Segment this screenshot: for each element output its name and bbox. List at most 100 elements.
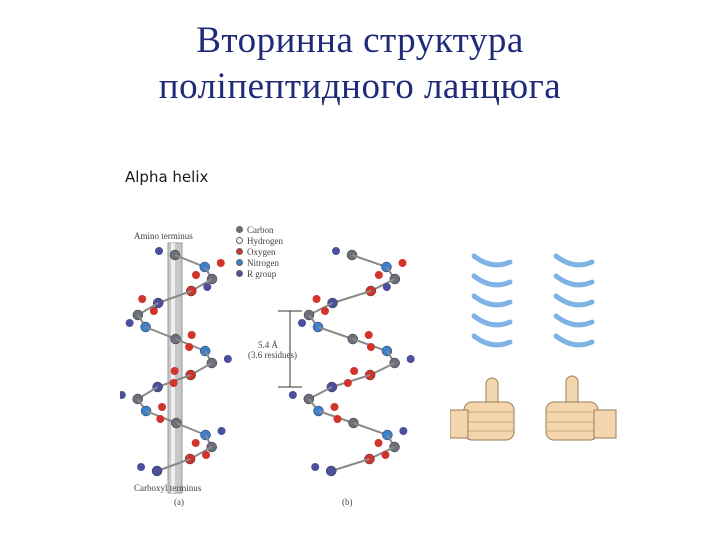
coil-turn xyxy=(471,313,513,328)
amino-terminus-label: Amino terminus xyxy=(134,231,193,241)
side-atom xyxy=(312,295,321,303)
right-thumbs-up-hand-icon xyxy=(545,375,617,441)
side-atom xyxy=(398,259,407,267)
panel-b-atoms xyxy=(288,247,415,477)
bond xyxy=(330,458,370,472)
side-atom xyxy=(169,379,178,387)
side-atom xyxy=(158,403,167,411)
side-atom xyxy=(191,439,200,447)
right-hand-helix-illustration xyxy=(449,250,620,465)
side-atom xyxy=(138,295,147,303)
legend-item: Hydrogen xyxy=(236,235,283,246)
title-line-1: Вторинна структура xyxy=(196,20,524,61)
side-atom xyxy=(137,463,146,471)
side-atom xyxy=(350,367,359,375)
alpha-helix-molecular-figure: Amino terminus Carboxyl terminus (a) (b)… xyxy=(120,215,460,515)
side-atom xyxy=(366,343,375,351)
side-atom xyxy=(216,259,225,267)
legend-item: Carbon xyxy=(236,224,283,235)
legend-item: Nitrogen xyxy=(236,257,283,268)
side-atom xyxy=(297,319,306,327)
panel-a-label: (a) xyxy=(174,497,184,507)
backbone-atom xyxy=(325,465,337,477)
side-atom xyxy=(185,343,194,351)
side-atom xyxy=(399,427,408,435)
side-atom xyxy=(333,415,342,423)
side-atom xyxy=(343,379,352,387)
oxygen-swatch-icon xyxy=(236,248,243,255)
left-thumbs-up-hand-icon xyxy=(449,377,515,441)
backbone-atom xyxy=(312,321,324,333)
legend-label: Hydrogen xyxy=(247,235,283,246)
bond xyxy=(175,422,206,436)
side-atom xyxy=(217,427,226,435)
legend-item: R group xyxy=(236,268,283,279)
bond xyxy=(351,254,387,268)
carbon-swatch-icon xyxy=(236,226,243,233)
side-atom xyxy=(381,451,390,459)
left-helix-coil-icon xyxy=(471,253,513,348)
side-atom xyxy=(125,319,134,327)
side-atom xyxy=(311,463,320,471)
legend-item: Oxygen xyxy=(236,246,283,257)
side-atom xyxy=(187,331,196,339)
coil-turn xyxy=(471,293,513,308)
legend-label: Carbon xyxy=(247,224,274,235)
side-atom xyxy=(202,451,211,459)
backbone-atom xyxy=(140,405,152,417)
bond xyxy=(157,290,192,304)
side-atom xyxy=(170,367,179,375)
alpha-helix-label: Alpha helix xyxy=(125,168,209,186)
bond xyxy=(353,422,388,436)
bond xyxy=(174,254,206,268)
r-group-swatch-icon xyxy=(236,270,243,277)
coil-turn xyxy=(553,313,595,328)
panel-b-label: (b) xyxy=(342,497,353,507)
side-atom xyxy=(192,271,201,279)
side-atom xyxy=(155,247,163,255)
side-atom xyxy=(330,403,339,411)
coil-turn xyxy=(471,253,513,268)
carboxyl-terminus-label: Carboxyl terminus xyxy=(134,483,202,493)
molecular-model-drawing xyxy=(120,242,415,494)
side-atom xyxy=(332,247,340,255)
hydrogen-swatch-icon xyxy=(236,237,243,244)
bond xyxy=(332,290,372,304)
right-helix-coil-icon xyxy=(553,253,595,348)
legend-label: Oxygen xyxy=(247,246,276,257)
side-atom xyxy=(120,391,126,399)
atom-legend: Carbon Hydrogen Oxygen Nitrogen R group xyxy=(236,224,283,279)
pitch-note-label: (3.6 residues) xyxy=(248,350,297,360)
panel-a-atoms xyxy=(120,247,232,477)
backbone-atom xyxy=(151,465,163,477)
pitch-value-label: 5.4 Å xyxy=(258,340,278,350)
side-atom xyxy=(149,307,158,315)
bond xyxy=(156,458,191,472)
legend-label: R group xyxy=(247,268,277,279)
side-atom xyxy=(156,415,165,423)
side-atom xyxy=(203,283,212,291)
backbone-atom xyxy=(327,297,338,309)
side-atom xyxy=(382,283,391,291)
side-atom xyxy=(288,391,297,399)
bond xyxy=(317,326,354,340)
coil-turn xyxy=(471,273,513,288)
side-atom xyxy=(374,439,383,447)
coil-turn xyxy=(553,333,595,348)
side-atom xyxy=(320,307,329,315)
slide-title: Вторинна структура поліпептидного ланцюг… xyxy=(0,18,720,110)
helix-coils-and-hands xyxy=(449,253,617,441)
legend-label: Nitrogen xyxy=(247,257,279,268)
nitrogen-swatch-icon xyxy=(236,259,243,266)
coil-turn xyxy=(471,333,513,348)
side-atom xyxy=(223,355,232,363)
backbone-atom xyxy=(199,261,211,273)
coil-turn xyxy=(553,273,595,288)
backbone-atom xyxy=(364,453,375,465)
backbone-atom xyxy=(132,309,144,321)
side-atom xyxy=(374,271,383,279)
side-atom xyxy=(364,331,373,339)
title-line-2: поліпептидного ланцюга xyxy=(158,66,562,107)
coil-turn xyxy=(553,253,595,268)
bond xyxy=(145,326,177,340)
